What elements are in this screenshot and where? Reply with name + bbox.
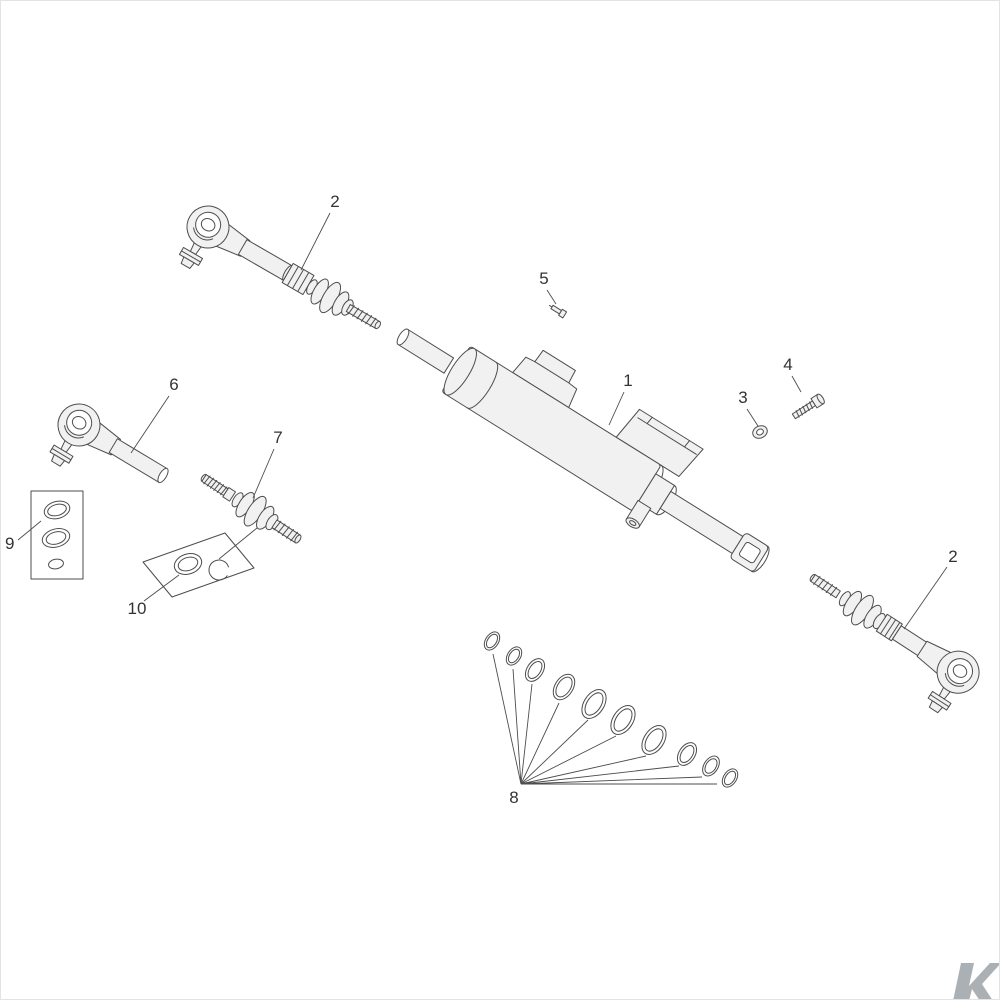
callout-label-2-upper: 2 (330, 192, 339, 211)
part-tie-rod-assembly-upper (166, 197, 382, 330)
part-tie-rod-assembly-lower (809, 573, 988, 722)
callout-label-6: 6 (169, 375, 178, 394)
callout-label-10: 10 (128, 599, 147, 618)
callout-label-3: 3 (738, 388, 747, 407)
part-o-ring-set (483, 631, 739, 788)
part-bolt (791, 393, 825, 420)
part-piston-rod-stub (396, 328, 455, 374)
part-tie-rod-end (37, 395, 169, 487)
callout-leaders (17, 212, 948, 630)
part-ball-joint (200, 473, 302, 544)
part-seal-kit-box (30, 490, 84, 580)
callout-label-7: 7 (273, 428, 282, 447)
callout-label-2-lower: 2 (948, 547, 957, 566)
callout-label-1: 1 (623, 371, 632, 390)
part-seal-plate (142, 527, 258, 598)
callout-label-9: 9 (5, 534, 14, 553)
part-cylinder-body (442, 346, 770, 573)
callout-label-8: 8 (509, 788, 518, 807)
callout-label-5: 5 (539, 269, 548, 288)
brand-logo-k-icon (953, 963, 999, 999)
callout-labels: 2 5 1 3 4 2 6 7 9 10 8 (5, 192, 958, 807)
callout-label-4: 4 (783, 355, 792, 374)
part-grease-fitting (548, 304, 568, 319)
part-washer (752, 425, 768, 439)
